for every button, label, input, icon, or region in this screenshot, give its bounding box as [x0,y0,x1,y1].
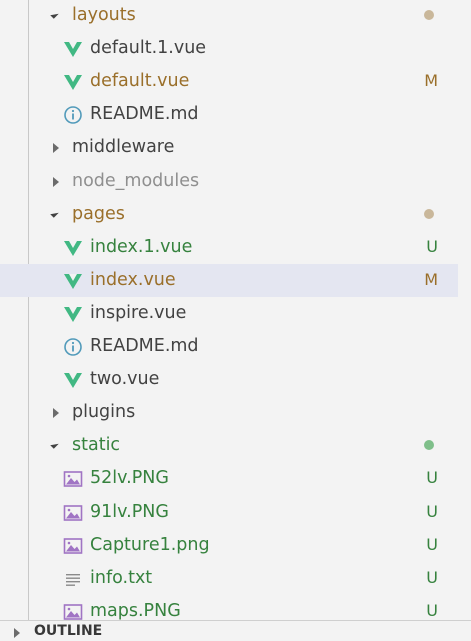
file-name: two.vue [90,369,160,390]
image-file-icon [63,602,83,620]
git-status-badge: M [424,269,438,289]
file-item[interactable]: maps.PNG U [0,595,458,620]
outline-label: OUTLINE [34,623,103,639]
git-status-badge: U [426,501,438,521]
change-dot-icon [424,10,434,20]
git-status-badge: U [426,468,438,488]
file-name: default.1.vue [90,38,207,59]
file-name: index.vue [90,269,176,290]
chevron-right-icon[interactable] [53,143,59,154]
file-item[interactable]: Capture1.png U [0,529,458,562]
vue-file-icon [63,72,83,92]
file-name: 52lv.PNG [90,468,169,489]
file-item[interactable]: inspire.vue [0,297,458,330]
vue-file-icon [63,39,83,59]
folder-name: plugins [72,402,136,423]
file-item[interactable]: default.1.vue [0,32,458,65]
git-status-badge: U [426,236,438,256]
folder-name: node_modules [72,170,200,191]
file-item[interactable]: README.md [0,98,458,131]
file-name: default.vue [90,71,190,92]
file-item[interactable]: README.md [0,330,458,363]
text-file-icon [63,569,83,589]
file-name: README.md [90,104,199,125]
chevron-down-icon[interactable] [50,208,59,218]
file-item[interactable]: 91lv.PNG U [0,496,458,529]
git-status-badge: U [426,567,438,587]
folder-name: layouts [72,5,136,25]
folder-item[interactable]: middleware [0,131,458,164]
file-item[interactable]: two.vue [0,363,458,396]
indent-guide [28,0,29,620]
file-item[interactable]: default.vue M [0,65,458,98]
folder-name: static [72,435,121,456]
scrollbar[interactable] [458,0,471,620]
file-name: info.txt [90,567,153,588]
folder-name: middleware [72,137,175,158]
file-name: README.md [90,336,199,356]
git-status-badge: M [424,71,438,91]
vue-file-icon [63,238,83,258]
image-file-icon [63,503,83,523]
folder-item[interactable]: node_modules [0,165,458,198]
vue-file-icon [63,370,83,390]
image-file-icon [63,536,83,556]
chevron-right-icon [14,628,20,638]
change-dot-icon [424,208,434,219]
image-file-icon [63,469,83,489]
file-name: 91lv.PNG [90,501,169,522]
chevron-down-icon[interactable] [50,440,59,450]
git-status-badge: U [426,534,438,554]
file-name: inspire.vue [90,302,187,323]
file-name: Capture1.png [90,534,210,555]
file-item[interactable]: 52lv.PNG U [0,462,458,495]
info-icon [63,105,83,125]
file-name: index.1.vue [90,236,193,257]
chevron-right-icon[interactable] [53,408,59,419]
folder-item[interactable]: static [0,429,458,462]
info-icon [63,337,83,357]
chevron-down-icon[interactable] [50,10,59,19]
chevron-right-icon[interactable] [53,176,59,187]
file-item[interactable]: index.1.vue U [0,231,458,264]
folder-name: pages [72,203,125,224]
file-item[interactable]: index.vue M [0,263,458,297]
folder-item[interactable]: layouts [0,0,458,32]
change-dot-icon [424,440,434,451]
outline-section-header[interactable]: OUTLINE [0,620,471,641]
vue-file-icon [63,271,83,291]
git-status-badge: U [426,600,438,620]
folder-item[interactable]: pages [0,198,458,231]
file-item[interactable]: info.txt U [0,562,458,595]
vue-file-icon [63,304,83,324]
folder-item[interactable]: plugins [0,396,458,429]
file-name: maps.PNG [90,600,181,620]
